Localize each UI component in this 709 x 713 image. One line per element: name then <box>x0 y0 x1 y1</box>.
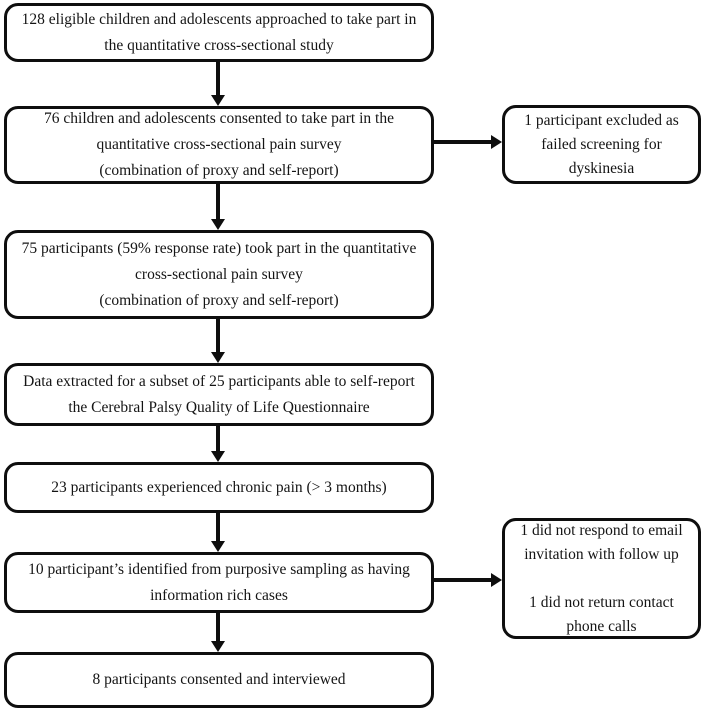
flow-box-interviewed: 8 participants consented and interviewed <box>4 652 434 708</box>
flow-box-approached: 128 eligible children and adolescents ap… <box>4 3 434 62</box>
flow-box-chronic-pain: 23 participants experienced chronic pain… <box>4 462 434 513</box>
side-box-non-responders: 1 did not respond to email invitation wi… <box>502 518 701 639</box>
flow-box-purposive-sampling: 10 participant’s identified from purposi… <box>4 552 434 613</box>
side-box-excluded-dyskinesia: 1 participant excluded as failed screeni… <box>502 105 701 184</box>
flow-box-took-part: 75 participants (59% response rate) took… <box>4 230 434 319</box>
flow-box-data-extracted: Data extracted for a subset of 25 partic… <box>4 363 434 426</box>
flow-box-consented-survey: 76 children and adolescents consented to… <box>4 106 434 184</box>
